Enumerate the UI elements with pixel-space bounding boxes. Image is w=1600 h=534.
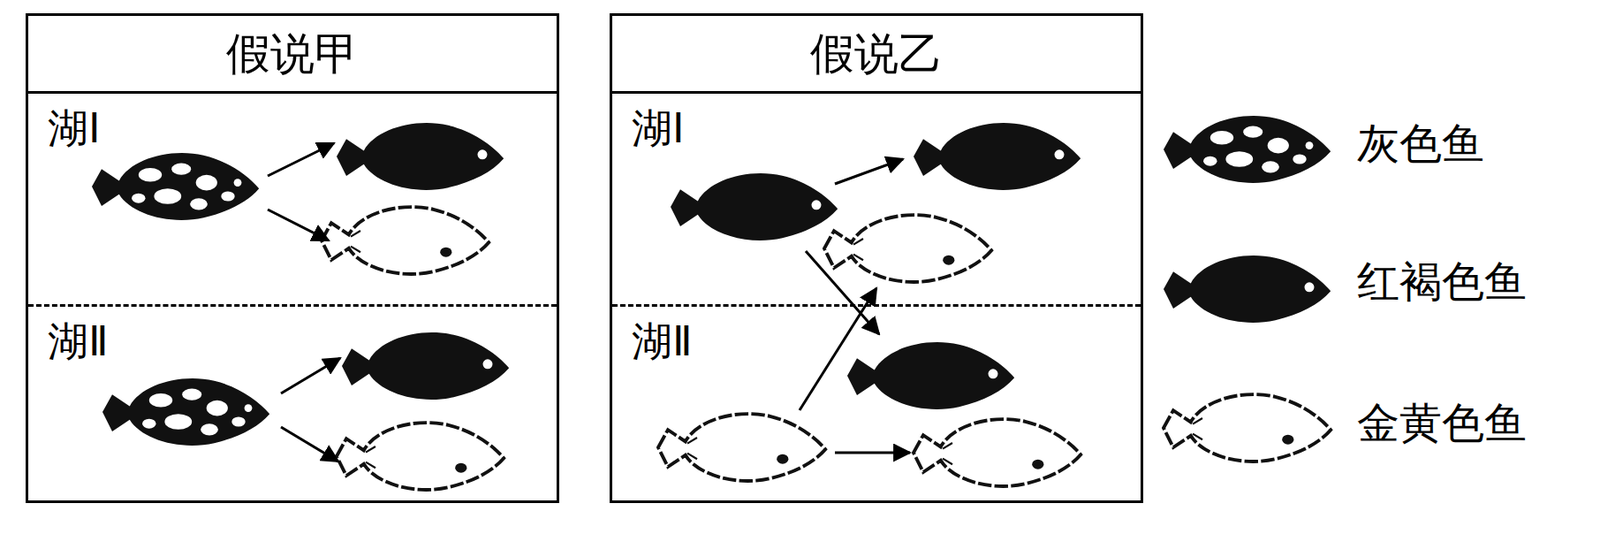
evolution-arrow [267,143,334,176]
golden-fish [321,206,489,274]
red-brown-fish [336,122,504,190]
migration-arrow [805,250,880,334]
legend-gray-fish [1163,115,1331,183]
red-brown-fish [847,341,1015,410]
evolution-arrow [834,451,910,455]
panel-title: 假说乙 [612,15,1141,94]
golden-fish [824,214,992,282]
lake-region: 湖Ⅱ [612,306,1141,501]
red-brown-fish [670,173,838,241]
red-brown-fish [341,332,509,400]
lake-label: 湖Ⅱ [47,318,109,364]
lake-label: 湖Ⅰ [47,106,101,152]
golden-fish [913,418,1081,486]
gray-fish [102,378,270,446]
lake-region: 湖Ⅱ [28,306,557,501]
hypothesis-panel: 假说乙湖Ⅰ 湖Ⅱ [609,13,1144,503]
gray-fish [91,152,259,220]
golden-fish [658,413,826,481]
red-brown-fish [913,122,1081,190]
lake-region: 湖Ⅰ [28,93,557,307]
legend-red-brown-fish [1163,255,1331,323]
legend-label: 红褐色鱼 [1357,257,1527,305]
lake-label: 湖Ⅱ [631,318,693,364]
legend-label: 金黄色鱼 [1357,399,1527,447]
lake-label: 湖Ⅰ [631,106,685,152]
legend-label: 灰色鱼 [1357,120,1485,167]
panel-title: 假说甲 [28,15,557,94]
hypothesis-panel: 假说甲湖Ⅰ 湖Ⅱ [25,13,560,503]
golden-fish [336,422,504,490]
evolution-arrow [834,159,903,184]
evolution-arrow [280,357,341,394]
evolution-arrow [280,426,339,462]
evolution-arrow [267,209,329,241]
legend-golden-fish [1163,394,1331,462]
lake-region: 湖Ⅰ [612,93,1141,307]
